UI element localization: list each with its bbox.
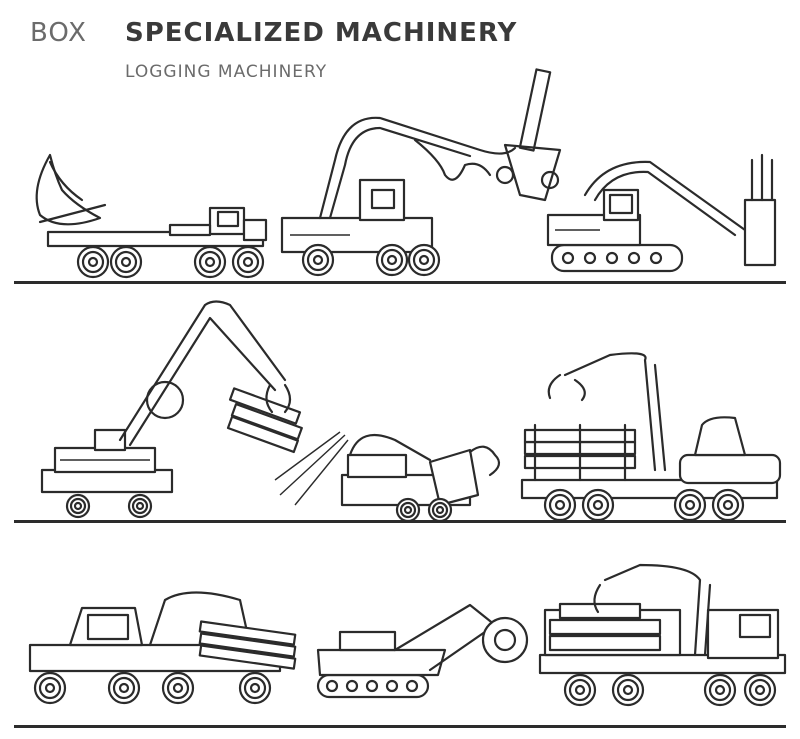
divider-row-3	[14, 725, 786, 728]
excavator-feller-buncher	[546, 153, 777, 273]
divider-row-2	[14, 520, 786, 523]
divider-row-1	[14, 281, 786, 284]
wheeled-log-loader	[40, 300, 303, 519]
wood-chipper	[274, 431, 501, 523]
header: BOX SPECIALIZED MACHINERY LOGGING MACHIN…	[0, 0, 800, 90]
tracked-harvester-with-boom	[280, 68, 562, 277]
log-truck-with-dish-trailer	[35, 153, 268, 279]
skidder	[28, 591, 297, 705]
box-label: BOX	[30, 18, 87, 48]
tracked-stump-grinder	[316, 603, 529, 699]
crane-log-truck	[538, 563, 787, 707]
page-title: SPECIALIZED MACHINERY	[125, 18, 518, 48]
forwarder-with-crane	[520, 352, 782, 522]
page-subtitle: LOGGING MACHINERY	[125, 62, 328, 82]
